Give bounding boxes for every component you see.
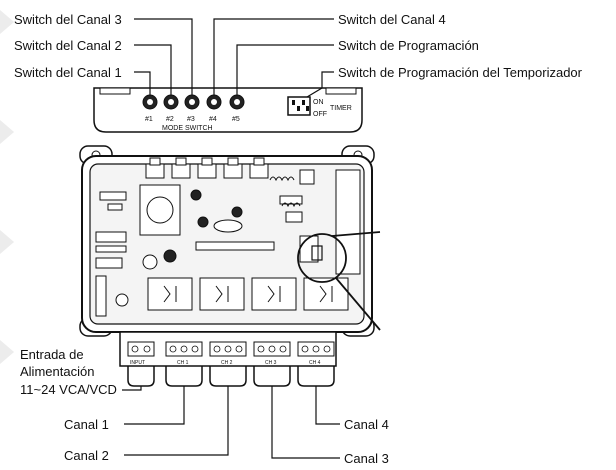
terminal-label-ch1: CH 1 (177, 360, 189, 366)
callout-timer-switch: Switch de Programación del Temporizador (338, 65, 583, 80)
timer-dip-switch[interactable] (287, 96, 311, 116)
callout-power-line1: Entrada de (20, 347, 84, 362)
callout-ch4: Canal 4 (344, 417, 389, 432)
terminal-input[interactable] (127, 341, 155, 357)
wire-loops (127, 366, 335, 387)
callout-prog-switch: Switch de Programación (338, 38, 479, 53)
terminal-label-ch2: CH 2 (221, 360, 233, 366)
callout-ch2-switch: Switch del Canal 2 (14, 38, 122, 53)
callout-ch1-switch: Switch del Canal 1 (14, 65, 122, 80)
callout-power-line2: Alimentación (20, 364, 94, 379)
terminal-label-input: INPUT (130, 360, 145, 366)
magnifier (297, 231, 381, 331)
switch-number-4: #4 (209, 116, 217, 123)
callout-power-line3: 11~24 VCA/VCD (20, 382, 117, 397)
mode-switches (142, 94, 245, 110)
timer-off-label: OFF (313, 111, 327, 118)
timer-on-label: ON (313, 99, 324, 106)
mode-switch-label: MODE SWITCH (162, 125, 213, 132)
mode-switch-housing (93, 87, 363, 133)
leader-lines-top (134, 18, 334, 98)
terminal-label-ch4: CH 4 (309, 360, 321, 366)
corner-marks (0, 10, 14, 364)
callout-ch4-switch: Switch del Canal 4 (338, 12, 446, 27)
callout-ch3-switch: Switch del Canal 3 (14, 12, 122, 27)
callout-ch1: Canal 1 (64, 417, 109, 432)
callout-ch2: Canal 2 (64, 448, 109, 463)
timer-label: TIMER (330, 105, 352, 112)
pcb-components (95, 157, 361, 317)
leader-lines-bottom (122, 386, 340, 459)
switch-number-3: #3 (187, 116, 195, 123)
terminal-label-ch3: CH 3 (265, 360, 277, 366)
switch-number-2: #2 (166, 116, 174, 123)
switch-number-1: #1 (145, 116, 153, 123)
terminal-strip (119, 331, 337, 367)
switch-number-5: #5 (232, 116, 240, 123)
callout-ch3: Canal 3 (344, 451, 389, 466)
